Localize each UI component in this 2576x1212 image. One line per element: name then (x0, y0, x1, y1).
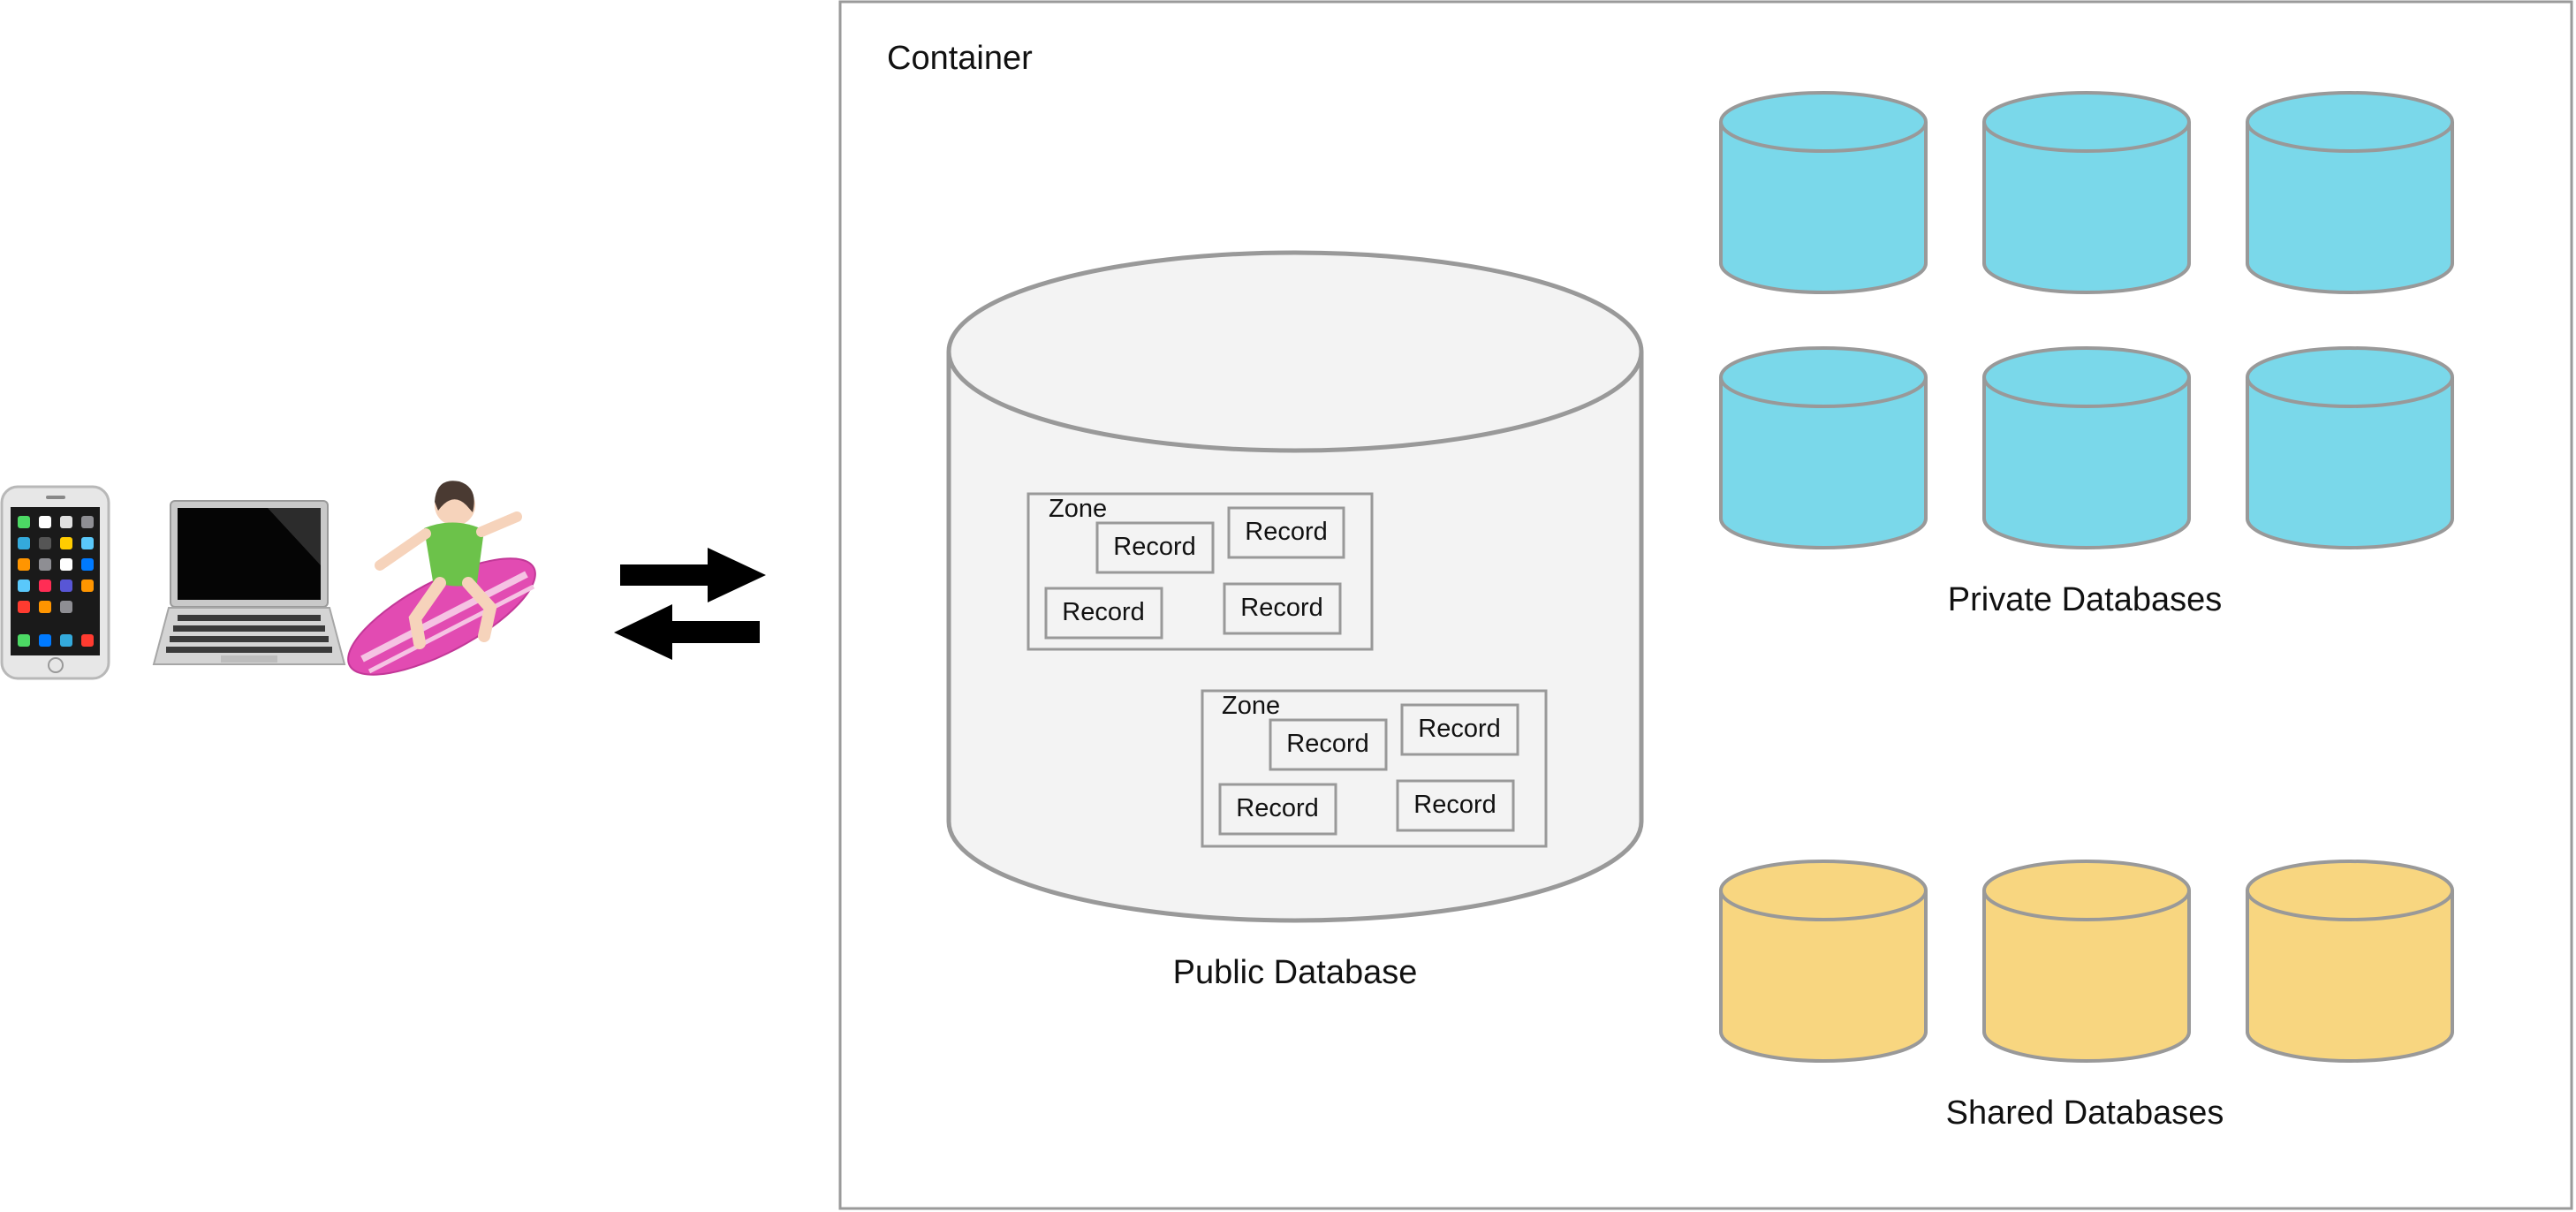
private-database-cylinder (1719, 346, 1928, 549)
record-label: Record (1240, 594, 1323, 622)
surfer-icon (347, 481, 536, 676)
shared-databases-label: Shared Databases (1946, 1095, 2224, 1132)
private-databases-group: Private Databases (1719, 91, 2454, 618)
bidirectional-arrows-icon (614, 548, 766, 660)
laptop-icon (152, 500, 346, 665)
shared-databases-group: Shared Databases (1719, 860, 2454, 1132)
private-database-cylinder (1982, 91, 2191, 294)
record-box: Record (1218, 783, 1337, 836)
record-label: Record (1418, 715, 1501, 743)
record-label: Record (1286, 730, 1369, 758)
private-database-cylinder (1982, 346, 2191, 549)
zone-box: Zone Record Record Record Record (1027, 492, 1374, 651)
record-box: Record (1227, 506, 1345, 559)
record-box: Record (1095, 521, 1215, 574)
shared-database-cylinder (1982, 860, 2191, 1063)
shared-database-cylinder (2246, 860, 2454, 1063)
private-databases-label: Private Databases (1948, 581, 2223, 618)
zone-box: Zone Record Record Record Record (1201, 689, 1548, 848)
private-database-cylinder (1719, 91, 1928, 294)
container-label: Container (887, 40, 1033, 77)
record-label: Record (1413, 791, 1496, 819)
record-label: Record (1113, 533, 1196, 561)
zone-label: Zone (1049, 495, 1107, 523)
record-box: Record (1044, 587, 1163, 640)
record-box: Record (1269, 718, 1388, 771)
record-box: Record (1223, 582, 1342, 635)
record-label: Record (1245, 518, 1328, 546)
public-database-label: Public Database (1173, 954, 1418, 991)
private-database-cylinder (2246, 346, 2454, 549)
record-label: Record (1062, 598, 1145, 626)
record-box: Record (1400, 703, 1519, 756)
private-database-cylinder (2246, 91, 2454, 294)
zone-label: Zone (1222, 692, 1280, 720)
record-box: Record (1396, 779, 1515, 832)
iphone-icon (0, 485, 110, 680)
public-database: Zone Record Record Record Record Zone (946, 250, 1644, 991)
devices-group (0, 481, 536, 680)
record-label: Record (1236, 794, 1319, 822)
shared-database-cylinder (1719, 860, 1928, 1063)
